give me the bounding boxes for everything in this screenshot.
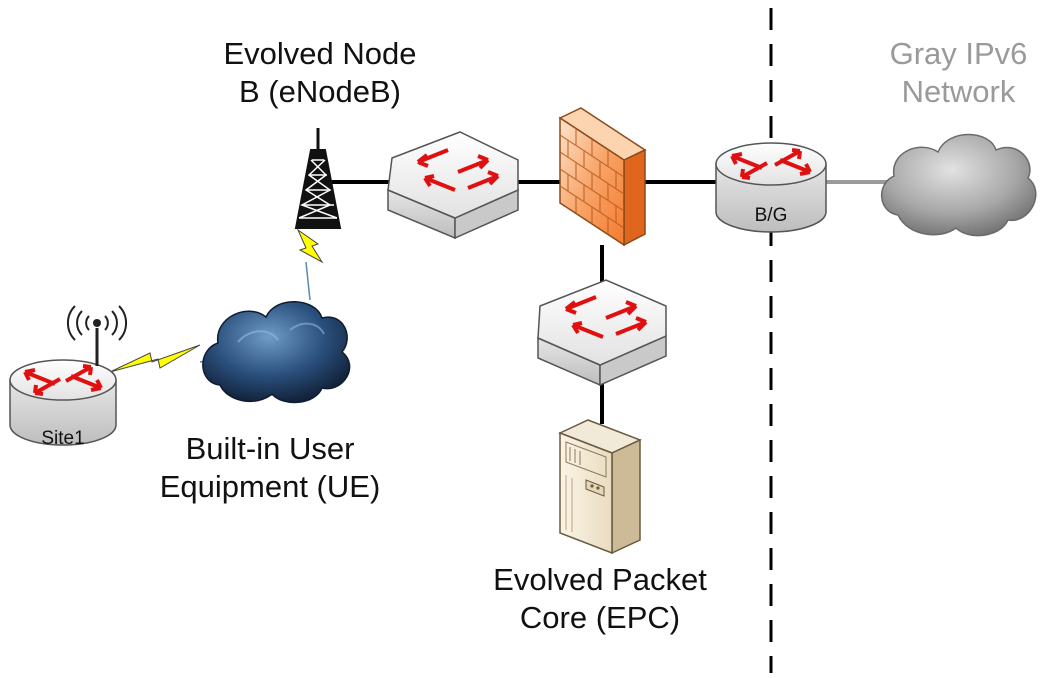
- router-icon: [715, 142, 827, 233]
- enodeb-label: Evolved Node B (eNodeB): [195, 35, 445, 111]
- switch-icon: [537, 279, 667, 387]
- gray-network-label-line2: Network: [901, 74, 1016, 109]
- ue-label-line1: Built-in User: [185, 431, 355, 466]
- enodeb-label-line1: Evolved Node: [223, 36, 417, 71]
- site1-label: Site1: [41, 428, 85, 449]
- router-icon: [9, 319, 117, 446]
- epc-label-line2: Core (EPC): [519, 600, 681, 635]
- gray-network-label-line1: Gray IPv6: [889, 36, 1028, 71]
- epc-label: Evolved Packet Core (EPC): [460, 561, 740, 637]
- cell-tower-icon: [294, 128, 342, 229]
- switch-icon: [387, 131, 519, 240]
- lightning-icon: [296, 228, 324, 264]
- cloud-icon: [880, 133, 1037, 237]
- enodeb-label-line2: B (eNodeB): [239, 74, 401, 109]
- cloud-icon: [202, 301, 351, 404]
- wireless-signal-icon: [66, 305, 128, 341]
- server-icon: [558, 419, 642, 555]
- links: [322, 180, 892, 424]
- border-gateway-label: B/G: [754, 205, 788, 226]
- ue-label: Built-in User Equipment (UE): [140, 430, 400, 506]
- epc-label-line1: Evolved Packet: [493, 562, 707, 597]
- gray-network-label: Gray IPv6 Network: [868, 35, 1049, 111]
- firewall-icon: [558, 107, 647, 247]
- lightning-icon: [109, 344, 201, 373]
- ue-label-line2: Equipment (UE): [159, 469, 381, 504]
- wireless-link-enodeb: [305, 261, 311, 301]
